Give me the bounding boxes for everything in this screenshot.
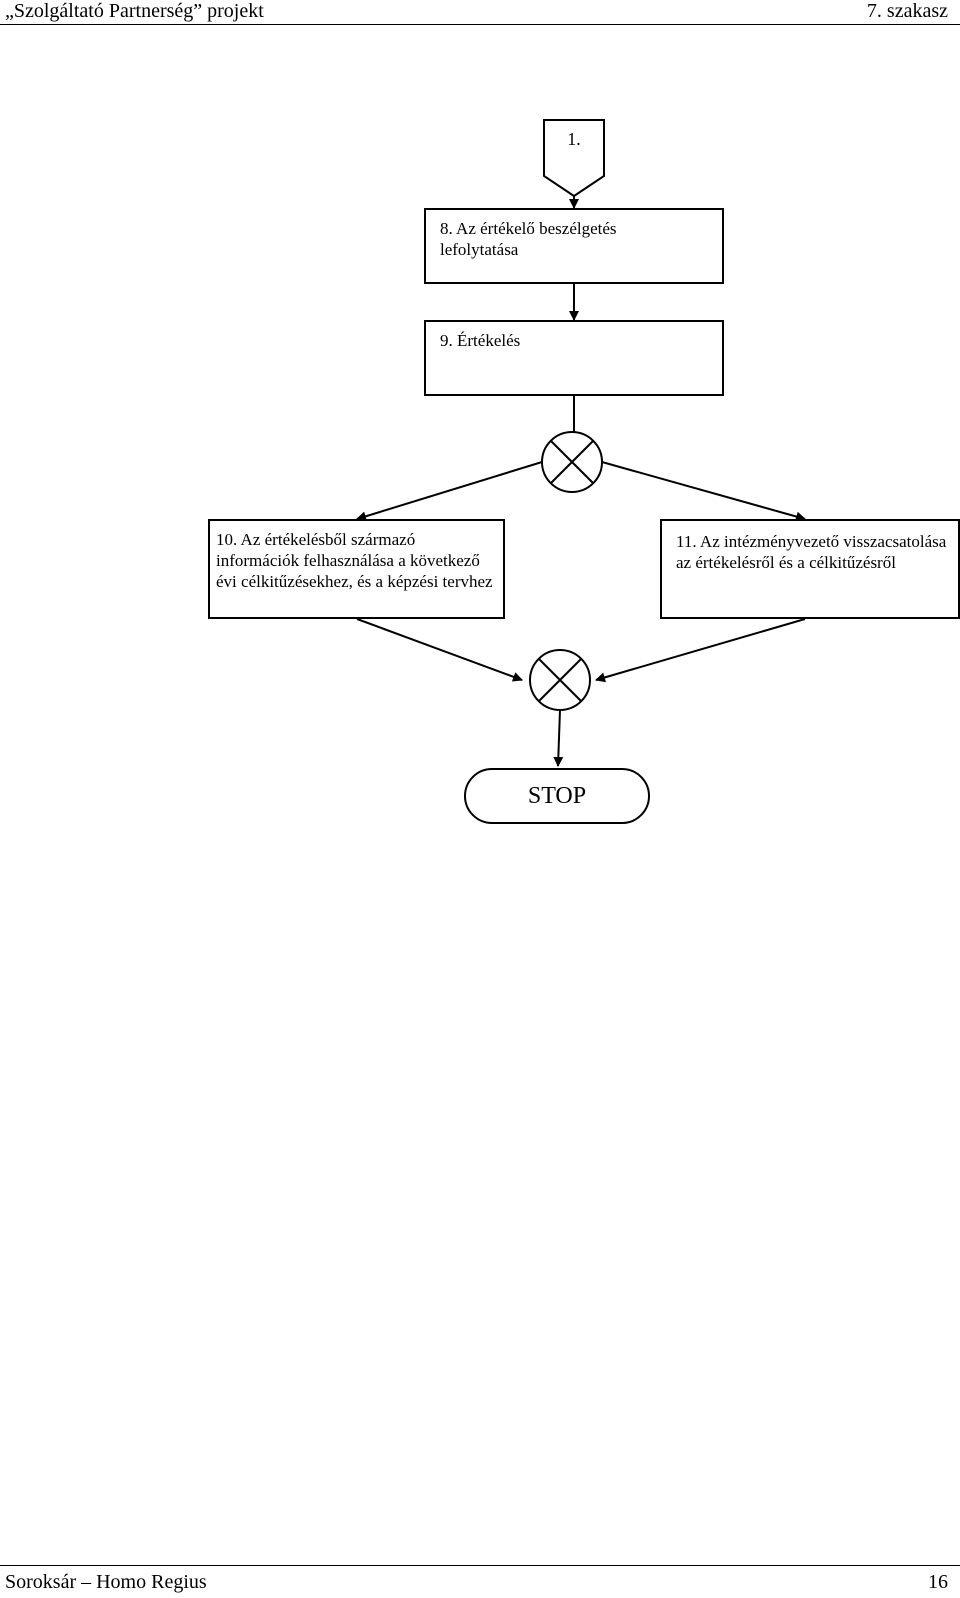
step-10-text: 10. Az értékelésből származó információk… xyxy=(216,530,493,591)
offpage-connector-shape xyxy=(543,119,605,198)
step-9-box: 9. Értékelés xyxy=(424,320,724,396)
arrow-split-to-11 xyxy=(601,461,806,522)
step-9-text: 9. Értékelés xyxy=(440,331,521,350)
arrow-10-to-merge xyxy=(356,618,523,682)
stop-terminator: STOP xyxy=(464,768,650,824)
header-title: „Szolgáltató Partnerség” projekt xyxy=(5,0,264,22)
footer-page-number: 16 xyxy=(928,1571,948,1593)
merge-gateway-icon xyxy=(529,649,591,711)
step-8-box: 8. Az értékelő beszélgetés lefolytatása xyxy=(424,208,724,284)
page-header: „Szolgáltató Partnerség” projekt 7. szak… xyxy=(0,0,960,25)
offpage-connector-label: 1. xyxy=(567,129,581,149)
header-section: 7. szakasz xyxy=(866,0,948,22)
arrow-11-to-merge xyxy=(595,618,806,683)
step-11-box: 11. Az intézményvezető visszacsatolása a… xyxy=(660,519,960,619)
page-footer: Soroksár – Homo Regius 16 xyxy=(0,1565,960,1598)
footer-org: Soroksár – Homo Regius xyxy=(5,1571,207,1593)
step-11-text: 11. Az intézményvezető visszacsatolása a… xyxy=(676,532,947,572)
step-10-box: 10. Az értékelésből származó információk… xyxy=(208,519,505,619)
arrow-merge-to-stop xyxy=(553,709,564,767)
step-8-text: 8. Az értékelő beszélgetés lefolytatása xyxy=(440,219,617,259)
split-gateway-icon xyxy=(541,431,603,493)
arrow-split-to-10 xyxy=(356,461,543,522)
